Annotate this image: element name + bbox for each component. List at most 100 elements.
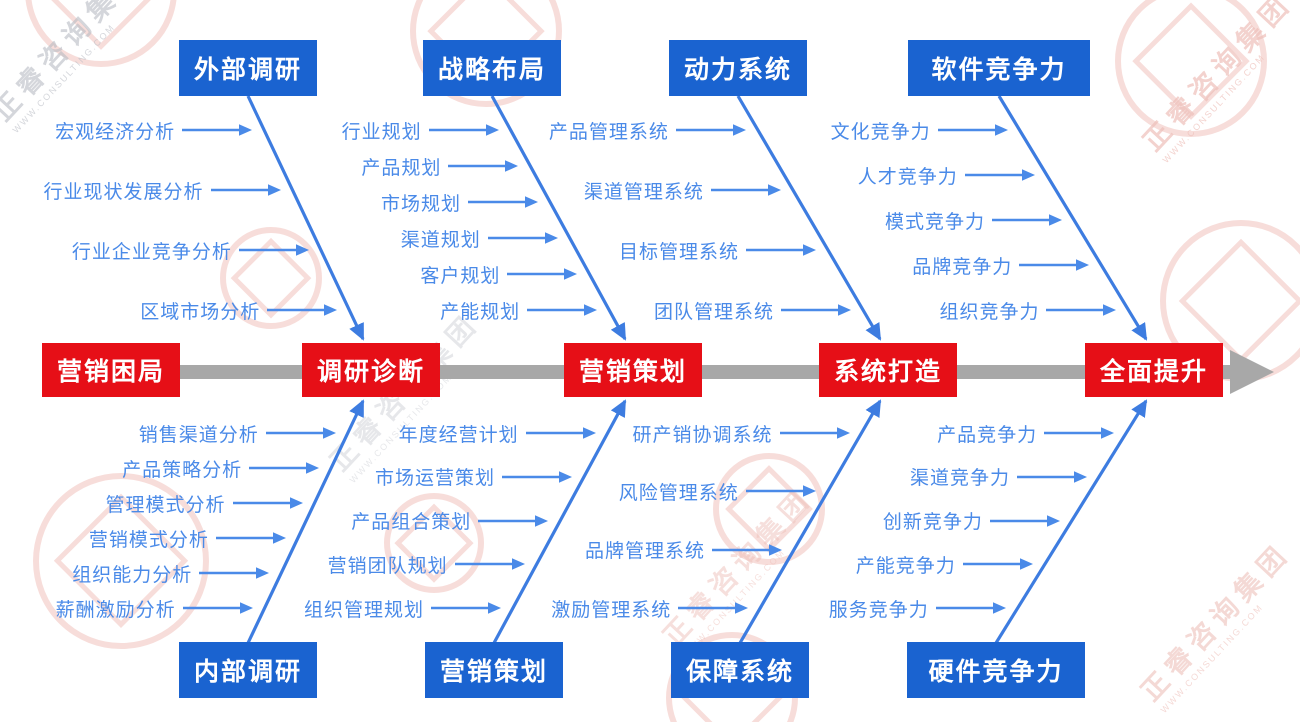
bottom-branch-item-label: 年度经营计划 — [398, 424, 519, 446]
bottom-rib-2 — [738, 399, 882, 644]
bottom-branch-item-1-0: 年度经营计划 — [399, 419, 596, 447]
item-arrow-icon — [182, 124, 253, 136]
spine-node-3: 系统打造 — [819, 343, 957, 397]
top-branch-item-2-2: 目标管理系统 — [619, 236, 816, 264]
item-arrow-icon — [527, 304, 598, 316]
top-branch-item-0-2: 行业企业竞争分析 — [72, 236, 309, 264]
item-arrow-icon — [232, 497, 303, 509]
item-arrow-icon — [265, 427, 336, 439]
spine-node-0: 营销困局 — [42, 343, 180, 397]
bottom-branch-item-label: 市场运营策划 — [374, 468, 495, 490]
top-branch-item-label: 产能规划 — [440, 301, 521, 323]
item-arrow-icon — [238, 244, 309, 256]
bottom-branch-box-0: 内部调研 — [179, 642, 317, 698]
bottom-branch-item-label: 组织管理规划 — [303, 599, 424, 621]
bottom-branch-box-label: 硬件竞争力 — [928, 658, 1064, 686]
bottom-branch-item-label: 风险管理系统 — [618, 482, 739, 504]
item-arrow-icon — [779, 427, 850, 439]
top-rib-3 — [997, 95, 1148, 341]
item-arrow-icon — [1017, 470, 1088, 483]
bottom-rib-0 — [246, 399, 365, 644]
top-branch-box-1: 战略布局 — [423, 40, 561, 96]
bottom-branch-item-1-2: 产品组合策划 — [351, 507, 549, 535]
item-arrow-icon — [507, 268, 578, 280]
top-branch-item-1-3: 渠道规划 — [401, 224, 558, 252]
top-branch-item-label: 文化竞争力 — [830, 121, 931, 143]
top-branch-item-label: 渠道管理系统 — [583, 181, 704, 203]
item-arrow-icon — [746, 244, 816, 256]
item-arrow-icon — [710, 184, 781, 196]
item-arrow-icon — [249, 462, 320, 474]
item-arrow-icon — [935, 602, 1006, 614]
top-branch-item-label: 市场规划 — [381, 193, 462, 215]
item-arrow-icon — [781, 304, 852, 316]
top-branch-item-label: 产品管理系统 — [548, 121, 669, 143]
top-branch-item-1-5: 产能规划 — [440, 296, 598, 324]
bottom-branch-item-label: 服务竞争力 — [828, 599, 929, 621]
bottom-branch-item-2-2: 品牌管理系统 — [585, 536, 782, 564]
bottom-branch-item-label: 营销团队规划 — [327, 555, 448, 577]
bottom-branch-item-3-1: 渠道竞争力 — [910, 463, 1088, 491]
bottom-branch-item-label: 渠道竞争力 — [910, 468, 1011, 490]
spine-node-label: 全面提升 — [1099, 358, 1208, 386]
top-branch-item-label: 区域市场分析 — [140, 301, 261, 323]
spine-node-label: 营销困局 — [56, 358, 165, 386]
bottom-branch-item-3-2: 创新竞争力 — [883, 507, 1060, 535]
top-branch-item-2-3: 团队管理系统 — [654, 296, 852, 324]
bottom-branch-item-0-0: 销售渠道分析 — [139, 419, 336, 447]
top-branch-item-2-0: 产品管理系统 — [549, 116, 746, 144]
bottom-branch-item-3-3: 产能竞争力 — [856, 550, 1033, 578]
bottom-branch-item-label: 管理模式分析 — [105, 494, 226, 516]
item-arrow-icon — [745, 485, 816, 498]
bottom-branch-item-label: 创新竞争力 — [882, 512, 983, 533]
bottom-branch-item-label: 产品竞争力 — [937, 424, 1038, 446]
bottom-branch-item-label: 产能竞争力 — [855, 555, 956, 577]
item-arrow-icon — [525, 427, 596, 439]
bottom-branch-item-label: 研产销协调系统 — [632, 424, 773, 446]
item-arrow-icon — [675, 124, 746, 136]
item-arrow-icon — [678, 602, 749, 614]
bottom-branch-box-label: 营销策划 — [439, 658, 548, 686]
item-arrow-icon — [989, 514, 1060, 527]
top-rib-1 — [490, 95, 627, 341]
top-branch-item-label: 模式竞争力 — [885, 211, 986, 233]
item-arrow-icon — [1019, 259, 1090, 271]
bottom-branch-box-1: 营销策划 — [425, 642, 563, 698]
top-branch-item-label: 行业现状发展分析 — [43, 181, 204, 203]
top-branch-item-1-4: 客户规划 — [420, 260, 578, 288]
bottom-branch-item-0-1: 产品策略分析 — [122, 454, 320, 482]
item-arrow-icon — [428, 124, 499, 136]
top-branch-item-1-2: 市场规划 — [381, 188, 539, 216]
bottom-branch-box-2: 保障系统 — [671, 642, 809, 698]
bottom-branch-item-1-3: 营销团队规划 — [328, 550, 525, 578]
top-branch-box-0: 外部调研 — [179, 40, 317, 96]
item-arrow-icon — [468, 196, 539, 208]
item-arrow-icon — [454, 558, 525, 571]
top-branch-item-3-0: 文化竞争力 — [831, 116, 1008, 144]
top-branch-item-0-1: 行业现状发展分析 — [43, 176, 281, 204]
top-branch-box-2: 动力系统 — [669, 40, 807, 96]
top-branch-item-label: 渠道规划 — [400, 229, 481, 251]
item-arrow-icon — [182, 602, 253, 614]
top-branch-item-3-4: 组织竞争力 — [939, 296, 1117, 324]
spine-node-label: 系统打造 — [833, 358, 942, 386]
bottom-rib-3 — [994, 399, 1148, 644]
top-branch-item-3-2: 模式竞争力 — [885, 206, 1063, 234]
item-arrow-icon — [962, 558, 1033, 571]
top-branch-item-label: 客户规划 — [420, 265, 501, 287]
spine-node-2: 营销策划 — [564, 343, 702, 397]
top-branch-box-label: 软件竞争力 — [931, 56, 1067, 84]
bottom-branch-item-label: 产品组合策划 — [351, 512, 472, 533]
top-branch-item-1-0: 行业规划 — [342, 116, 499, 144]
bottom-rib-1 — [492, 399, 627, 644]
item-arrow-icon — [267, 304, 338, 316]
item-arrow-icon — [964, 169, 1035, 181]
bottom-branch-item-label: 组织能力分析 — [72, 564, 193, 586]
top-branch-box-label: 战略布局 — [437, 56, 546, 84]
spine-node-1: 调研诊断 — [302, 343, 440, 397]
item-arrow-icon — [487, 232, 558, 244]
item-arrow-icon — [215, 532, 286, 544]
item-arrow-icon — [430, 602, 501, 614]
bottom-branch-box-label: 保障系统 — [685, 658, 794, 686]
